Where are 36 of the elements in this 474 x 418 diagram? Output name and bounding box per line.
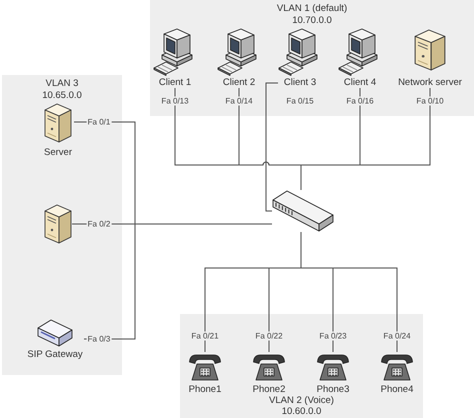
port-label: Fa 0/24	[382, 332, 412, 340]
connector-line	[300, 232, 398, 352]
device-label: Client 3	[284, 77, 316, 88]
vlan-panel	[180, 314, 423, 418]
port-label: Fa 0/13	[160, 96, 190, 106]
device-label: Client 2	[222, 77, 256, 88]
port-label: Fa 0/21	[190, 332, 220, 340]
port-label: Fa 0/3	[86, 334, 112, 344]
subnet-label: 10.65.0.0	[42, 90, 82, 101]
device-label: Phone1	[188, 384, 222, 395]
device-label: Phone2	[252, 384, 286, 395]
device-label: Client 4	[344, 77, 376, 88]
port-label: Fa 0/14	[224, 96, 254, 106]
subnet-label: 10.70.0.0	[292, 15, 332, 26]
vlan-panel	[150, 0, 474, 116]
connector-line	[84, 224, 272, 340]
port-label: Fa 0/2	[86, 220, 112, 228]
port-label: Fa 0/15	[285, 96, 315, 106]
vlan-title: VLAN 3	[46, 78, 78, 89]
port-label: Fa 0/16	[345, 96, 375, 106]
device-label: Phone3	[316, 384, 350, 395]
port-label: Fa 0/1	[86, 118, 112, 126]
connector-line	[300, 88, 430, 190]
vlan-title: VLAN 2 (Voice)	[269, 395, 334, 406]
port-label: Fa 0/10	[415, 96, 445, 106]
device-label: Network server	[398, 77, 462, 88]
vlan-panel	[2, 75, 122, 375]
device-label: Client 1	[158, 77, 192, 88]
port-label: Fa 0/22	[254, 332, 284, 340]
device-label: Phone4	[380, 384, 414, 395]
vlan-title: VLAN 1 (default)	[276, 3, 348, 14]
subnet-label: 10.60.0.0	[282, 406, 322, 417]
device-label: SIP Gateway	[27, 349, 83, 360]
port-label: Fa 0/23	[318, 332, 348, 340]
connector-line	[266, 82, 278, 212]
device-label: Server	[44, 147, 72, 158]
